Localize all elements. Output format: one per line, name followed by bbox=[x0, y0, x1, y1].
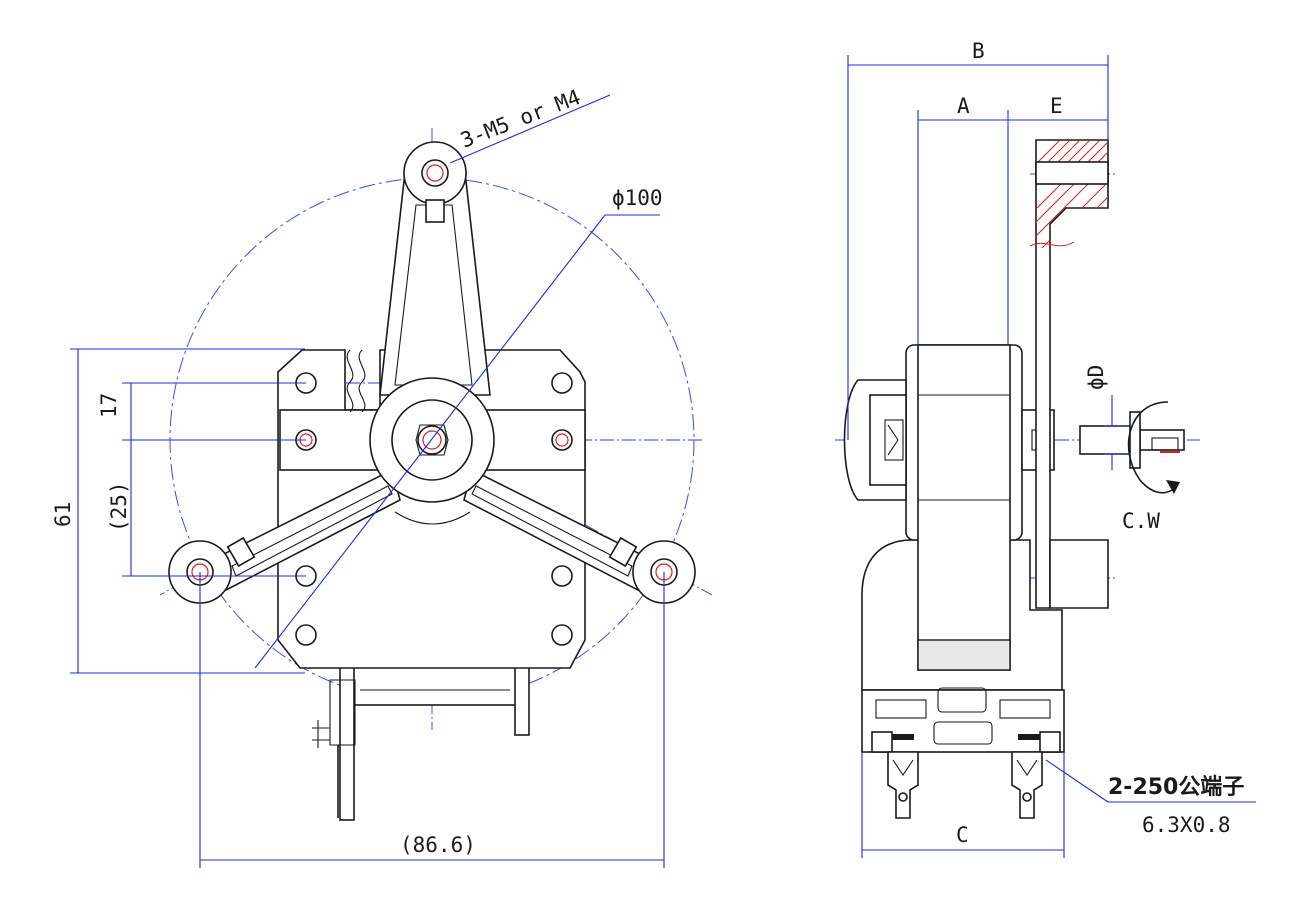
span-dimension bbox=[199, 572, 665, 868]
mounting-bracket bbox=[168, 141, 696, 604]
dim-a-label: A bbox=[957, 94, 970, 118]
pcd-leader bbox=[254, 214, 606, 669]
thread-note: 3-M5 or M4 bbox=[457, 85, 584, 153]
thread-leader bbox=[449, 94, 611, 164]
side-top-dimensions bbox=[847, 55, 1109, 440]
terminal-leader bbox=[1045, 759, 1109, 803]
stator-core bbox=[905, 344, 1023, 671]
dim-e-label: E bbox=[1050, 94, 1063, 118]
front-view: 3-M5 or M4 ϕ100 17 (25) 61 (86.6) bbox=[51, 85, 713, 868]
dim-61-label: 61 bbox=[51, 502, 75, 527]
rotation-label: C.W bbox=[1122, 509, 1160, 533]
dim-b-label: B bbox=[972, 39, 985, 63]
terminal-block bbox=[861, 687, 1065, 819]
dim-86-6-label: (86.6) bbox=[400, 833, 476, 857]
dim-25-label: (25) bbox=[107, 481, 131, 532]
pcd-diameter-label: ϕ100 bbox=[612, 186, 663, 210]
dim-c-label: C bbox=[956, 823, 969, 847]
rotation-arrow bbox=[1127, 401, 1173, 494]
terminal-spec-line1: 2-250公端子 bbox=[1108, 775, 1244, 800]
dim-17-label: 17 bbox=[97, 393, 121, 418]
vertical-dimensions bbox=[70, 348, 306, 674]
rear-cap bbox=[843, 379, 907, 501]
side-view: C.W ϕD B A E C 2-250公端子 6.3X0.8 bbox=[835, 39, 1256, 858]
dim-d-label: ϕD bbox=[1084, 365, 1108, 390]
plate-holes bbox=[295, 372, 573, 646]
shaft bbox=[1079, 411, 1185, 469]
terminal-spec-line2: 6.3X0.8 bbox=[1142, 813, 1231, 837]
bracket-arm bbox=[1029, 139, 1109, 609]
